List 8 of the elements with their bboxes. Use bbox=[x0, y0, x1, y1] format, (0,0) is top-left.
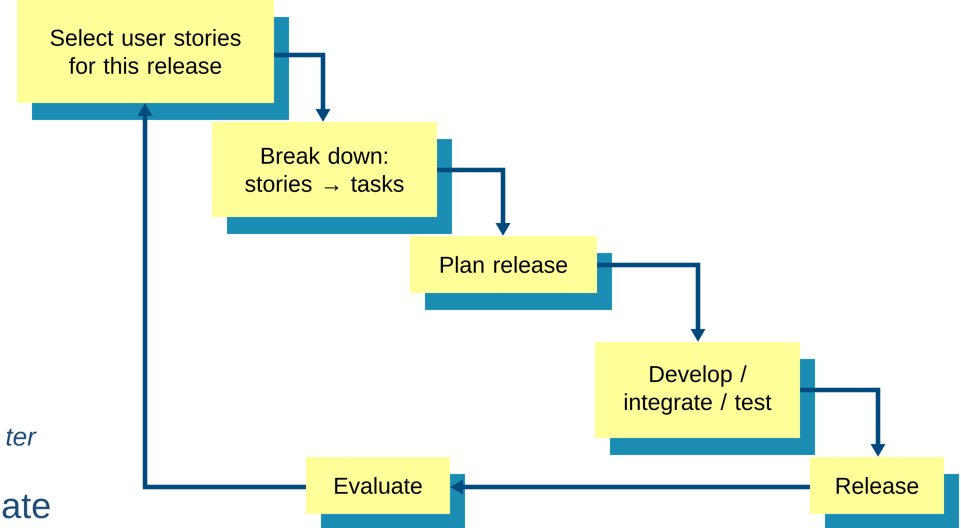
process-box: Plan release bbox=[410, 236, 612, 310]
process-box: Develop / integrate / test bbox=[595, 342, 815, 455]
slide-text: ter bbox=[6, 428, 37, 446]
process-box: Break down: stories → tasks bbox=[212, 122, 452, 234]
process-box: Select user stories for this release bbox=[17, 0, 289, 120]
process-box: Release bbox=[810, 457, 959, 528]
process-box: Evaluate bbox=[306, 457, 465, 528]
slide-text: ate bbox=[2, 494, 50, 518]
